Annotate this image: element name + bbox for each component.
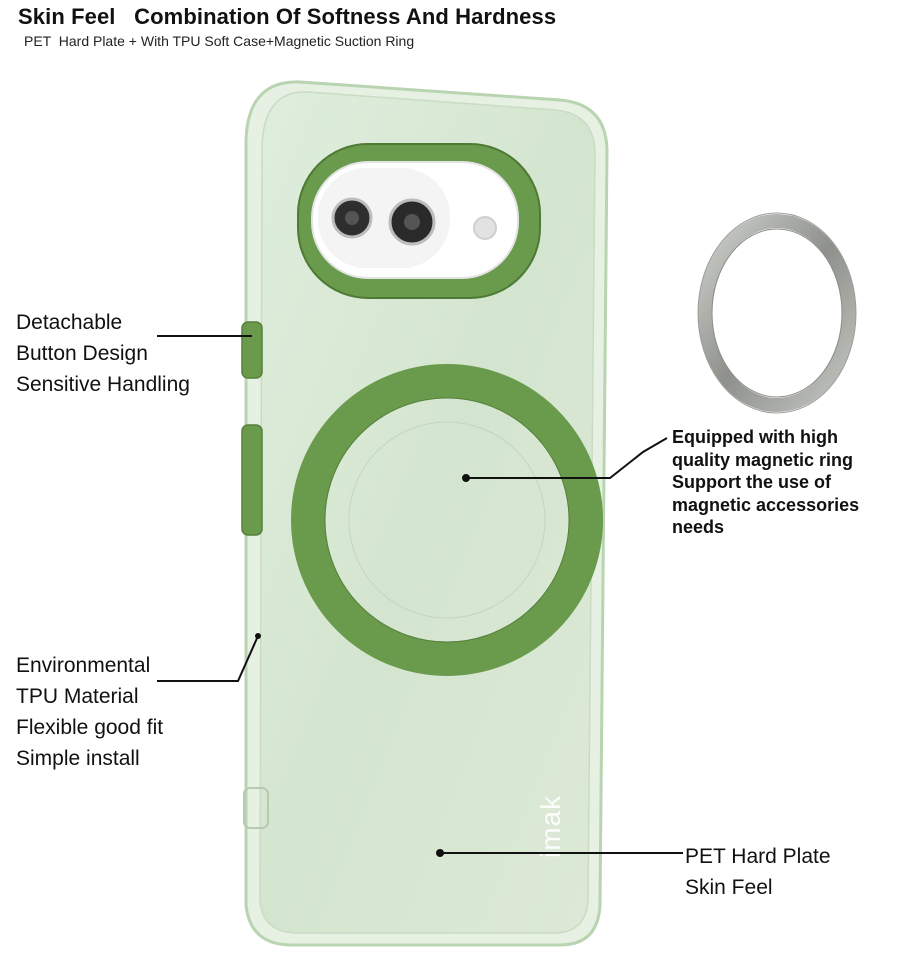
brand-logo: imak [535, 795, 566, 858]
callout-dot [436, 849, 444, 857]
callout-text: needs [672, 517, 725, 537]
callout-text: Button Design [16, 342, 148, 365]
callout-text: Detachable [16, 311, 123, 334]
callout-tpu-material: Environmental TPU Material Flexible good… [16, 650, 163, 774]
callout-text: Skin Feel [685, 876, 773, 899]
callout-line-tpu [157, 635, 259, 682]
callout-lines [157, 335, 683, 854]
page-subtitle: PET Hard Plate + With TPU Soft Case+Magn… [24, 33, 415, 49]
callout-text: quality magnetic ring [672, 449, 854, 470]
callout-text: Support the use of [672, 472, 831, 492]
callout-text: Flexible good fit [16, 716, 164, 739]
camera-module [297, 143, 541, 299]
volume-button [241, 424, 263, 536]
callout-text: Environmental [16, 654, 151, 677]
callout-text: TPU Material [16, 685, 139, 708]
callout-dot [462, 474, 470, 482]
callout-line-magnet [466, 437, 668, 479]
callout-pet-plate: PET Hard Plate Skin Feel [685, 841, 831, 903]
power-button [241, 321, 263, 379]
callout-text: Equipped with high [672, 427, 838, 447]
flash-icon [473, 216, 497, 240]
callout-text: magnetic accessories [672, 494, 860, 515]
page-title: Skin Feel Combination Of Softness And Ha… [18, 4, 557, 29]
side-port [243, 787, 269, 829]
magnetic-ring-accessory [697, 212, 857, 414]
callout-text: PET Hard Plate [685, 845, 831, 868]
callout-text: Sensitive Handling [16, 373, 190, 396]
callout-text: Simple install [16, 747, 140, 770]
callout-magnetic-ring: Equipped with high quality magnetic ring… [672, 426, 859, 539]
callout-button-design: Detachable Button Design Sensitive Handl… [16, 307, 190, 400]
magnetic-ring-on-case [291, 364, 603, 676]
phone-case [244, 80, 609, 947]
callout-dot [255, 633, 261, 639]
